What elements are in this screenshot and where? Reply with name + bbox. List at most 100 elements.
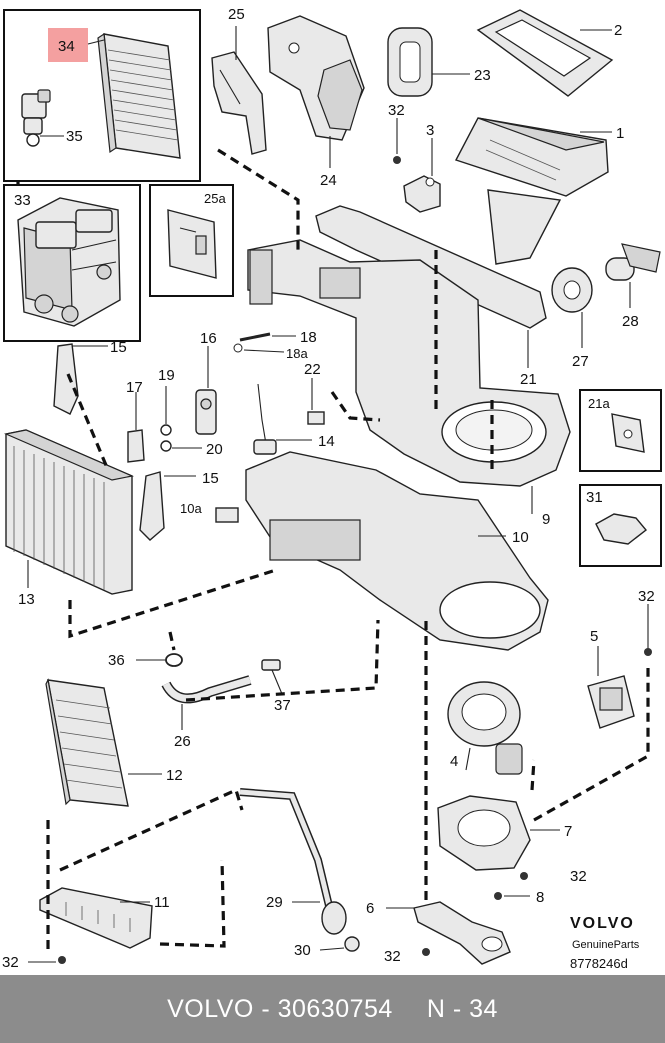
sensor-35 — [21, 89, 51, 147]
heater-assembly-33 — [17, 197, 121, 327]
label-27: 27 — [572, 353, 589, 370]
label-20: 20 — [206, 441, 223, 458]
lower-housing-10 — [245, 451, 549, 651]
footer-part-number: VOLVO - 30630754 — [167, 994, 393, 1023]
label-32-e: 32 — [2, 954, 19, 971]
screw-8 — [494, 892, 502, 900]
label-9: 9 — [542, 511, 550, 528]
valve-28 — [605, 243, 661, 281]
label-24: 24 — [320, 172, 337, 189]
bracket-25 — [211, 51, 267, 155]
label-19: 19 — [158, 367, 175, 384]
pad-10a — [215, 507, 239, 523]
label-34: 34 — [58, 38, 75, 55]
panel-11 — [39, 887, 153, 949]
upper-housing — [247, 239, 571, 487]
gasket-21a-hole — [623, 429, 633, 439]
footer-bar: VOLVO - 30630754 N - 34 — [0, 975, 665, 1043]
inset-box-21a — [579, 389, 662, 472]
label-32-top: 32 — [388, 102, 405, 119]
brand-sub: GenuineParts — [572, 939, 640, 951]
label-23: 23 — [474, 67, 491, 84]
label-30: 30 — [294, 942, 311, 959]
parts-diagram: 34 35 33 25a 25 24 32 3 23 2 1 28 27 21 … — [2, 6, 662, 971]
label-10a: 10a — [180, 501, 202, 516]
label-17: 17 — [126, 379, 143, 396]
label-14: 14 — [318, 433, 335, 450]
label-25: 25 — [228, 6, 245, 23]
connection-lines — [16, 148, 650, 950]
bracket-17 — [127, 429, 145, 463]
blower-housing-7 — [437, 795, 531, 871]
cabin-filter-34 — [97, 32, 181, 159]
label-5: 5 — [590, 628, 598, 645]
drain-6 — [413, 901, 511, 965]
label-18a: 18a — [286, 346, 308, 361]
label-3: 3 — [426, 122, 434, 139]
inset-box-25a — [149, 184, 234, 297]
label-35: 35 — [66, 128, 83, 145]
sensor-22 — [307, 411, 325, 425]
label-21: 21 — [520, 371, 537, 388]
grommet-27 — [551, 267, 593, 313]
bracket-15-upper — [53, 343, 79, 415]
label-26: 26 — [174, 733, 191, 750]
o-ring-20 — [160, 440, 172, 452]
label-15-lower: 15 — [202, 470, 219, 487]
label-22: 22 — [304, 361, 321, 378]
o-ring-36 — [165, 653, 183, 667]
label-2: 2 — [614, 22, 622, 39]
blower-motor-4 — [447, 681, 523, 775]
label-18: 18 — [300, 329, 317, 346]
label-6: 6 — [366, 900, 374, 917]
label-8: 8 — [536, 889, 544, 906]
label-12: 12 — [166, 767, 183, 784]
gasket-23 — [387, 27, 433, 97]
pipe-26 — [161, 675, 252, 704]
inset-box-filter — [3, 9, 201, 182]
inset-box-heater-assembly — [3, 184, 141, 342]
hose-29 — [239, 788, 347, 935]
label-7: 7 — [564, 823, 572, 840]
bracket-15-lower — [139, 471, 165, 541]
resistor-5 — [587, 675, 635, 729]
label-13: 13 — [18, 591, 35, 608]
footer-position: N - 34 — [426, 994, 498, 1023]
housing-1 — [454, 117, 609, 265]
label-37: 37 — [274, 697, 291, 714]
label-16: 16 — [200, 330, 217, 347]
seal-24 — [267, 15, 365, 141]
label-32-c: 32 — [570, 868, 587, 885]
cable-14 — [253, 383, 277, 455]
sensor-37 — [261, 659, 281, 671]
inset-box-31 — [579, 484, 662, 567]
screw-32-e — [58, 956, 66, 964]
label-33: 33 — [14, 192, 31, 209]
bracket-3 — [403, 175, 441, 213]
label-32-d: 32 — [384, 948, 401, 965]
bolt-18 — [233, 332, 271, 353]
screw-32-c — [520, 872, 528, 880]
label-11: 11 — [154, 894, 170, 911]
screw-32-top — [393, 156, 401, 164]
label-25a: 25a — [204, 191, 226, 206]
label-4: 4 — [450, 753, 458, 770]
clip-31 — [595, 513, 648, 545]
o-ring-19 — [160, 424, 172, 436]
pollen-filter-12 — [45, 678, 129, 807]
label-21a: 21a — [588, 396, 610, 411]
label-10: 10 — [512, 529, 529, 546]
brand-logo: VOLVO — [570, 915, 635, 932]
label-36: 36 — [108, 652, 125, 669]
label-32-right: 32 — [638, 588, 655, 605]
label-15-upper: 15 — [110, 339, 127, 356]
evaporator-13 — [4, 429, 134, 595]
diagram-ref: 8778246d — [570, 956, 628, 971]
seal-plate-25a — [167, 209, 217, 279]
highlight-34 — [48, 28, 88, 62]
screw-32-d — [422, 948, 430, 956]
frame-2 — [476, 9, 614, 97]
expansion-valve-16 — [195, 389, 217, 435]
label-29: 29 — [266, 894, 283, 911]
screw-32-right — [644, 648, 652, 656]
